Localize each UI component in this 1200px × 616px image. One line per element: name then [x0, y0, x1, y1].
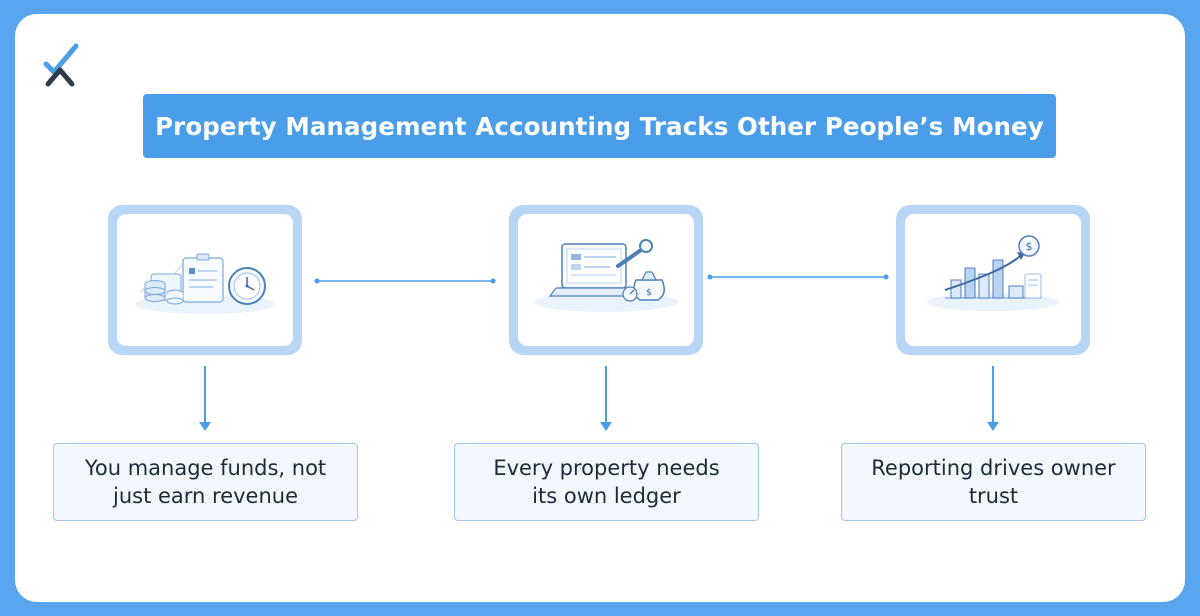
down-arrow-1	[199, 366, 211, 431]
svg-text:$: $	[1026, 240, 1033, 253]
step-1-caption: You manage funds, not just earn revenue	[84, 456, 327, 508]
svg-text:$: $	[646, 288, 652, 298]
down-arrow-2	[600, 366, 612, 431]
step-2-caption-box: Every property needs its own ledger	[454, 443, 759, 521]
connector-2-3	[707, 274, 889, 280]
brand-logo-icon	[43, 43, 79, 87]
bar-chart-dollar-icon: $	[927, 235, 1059, 311]
step-2-caption: Every property needs its own ledger	[493, 456, 720, 508]
step-1-frame	[108, 205, 302, 355]
connector-1-2	[314, 278, 496, 284]
step-2-frame: $	[509, 205, 703, 355]
laptop-wrench-money-bag-icon: $	[534, 239, 678, 312]
step-3-caption-box: Reporting drives owner trust	[841, 443, 1146, 521]
down-arrow-3	[987, 366, 999, 431]
step-3-frame: $	[896, 205, 1090, 355]
step-3-caption: Reporting drives owner trust	[871, 456, 1116, 508]
title-banner: Property Management Accounting Tracks Ot…	[143, 94, 1056, 158]
accounting-documents-clock-icon	[135, 253, 275, 314]
diagram-title: Property Management Accounting Tracks Ot…	[155, 111, 1044, 141]
step-1-caption-box: You manage funds, not just earn revenue	[53, 443, 358, 521]
